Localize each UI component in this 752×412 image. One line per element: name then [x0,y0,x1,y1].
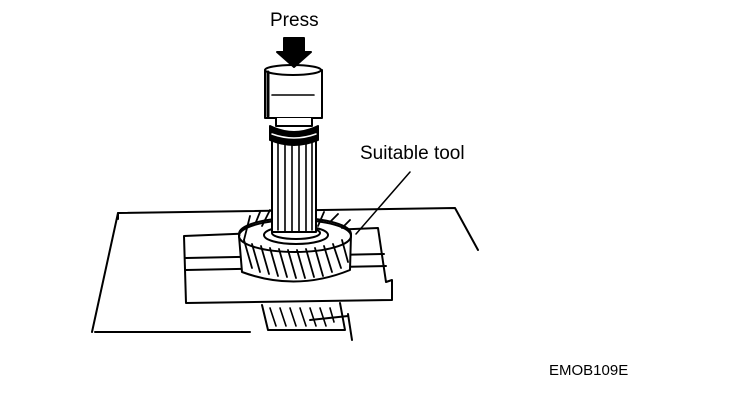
suitable-tool-label: Suitable tool [360,143,465,164]
press-label: Press [270,10,319,31]
lower-gear [261,302,346,331]
tool-leader-line [355,171,411,235]
splined-shaft [269,125,319,233]
figure-code: EMOB109E [549,362,629,379]
press-ram [264,64,323,127]
press-arrow [276,37,312,68]
